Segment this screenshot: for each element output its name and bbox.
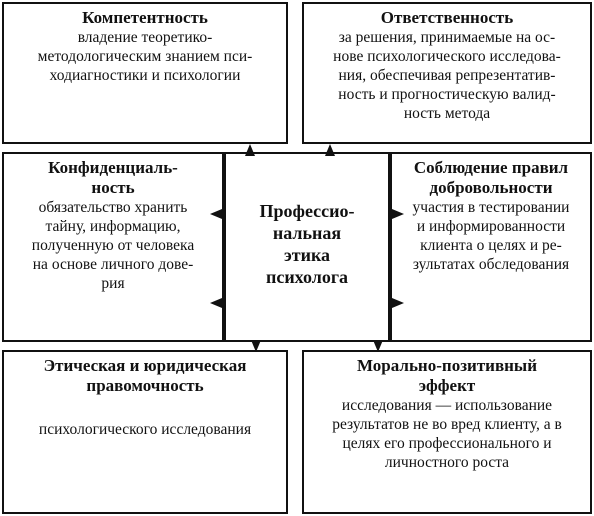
responsibility-title: Ответственность	[380, 8, 514, 27]
responsibility-box: Ответственность за решения, принимаемые …	[302, 2, 592, 144]
ethical-legal-text: психологического исследования	[38, 421, 252, 438]
confidentiality-box: Конфиденциаль-ность обязательство хранит…	[2, 152, 224, 342]
competence-box: Компетентность владение теоретико-методо…	[2, 2, 288, 144]
confidentiality-title: Конфиденциаль-ность	[48, 158, 178, 197]
competence-text: владение теоретико-методологическим знан…	[37, 29, 253, 84]
competence-title: Компетентность	[82, 8, 208, 27]
responsibility-text: за решения, принимаемые на ос-нове психо…	[333, 29, 561, 122]
